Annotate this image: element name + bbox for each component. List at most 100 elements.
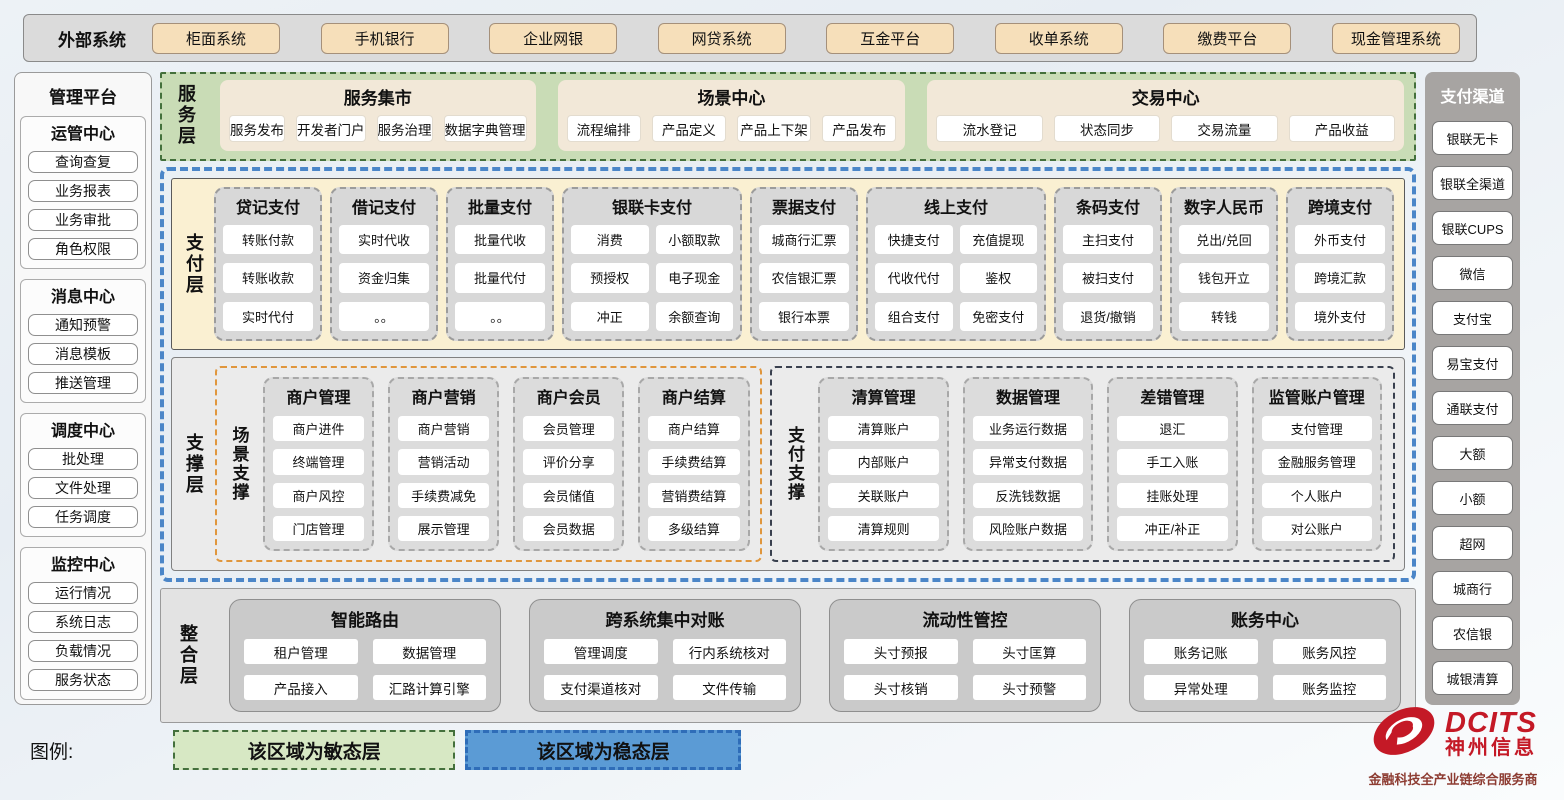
support-item-button[interactable]: 个人账户 (1261, 482, 1372, 508)
payment-item-button[interactable]: 免密支付 (959, 301, 1037, 331)
management-item-button[interactable]: 批处理 (28, 448, 138, 470)
payment-item-button[interactable]: 余额查询 (655, 301, 733, 331)
support-item-button[interactable]: 多级结算 (648, 515, 740, 541)
integration-item-button[interactable]: 管理调度 (544, 639, 658, 664)
service-item-button[interactable]: 产品定义 (651, 115, 726, 142)
external-system-button[interactable]: 现金管理系统 (1331, 22, 1460, 54)
integration-item-button[interactable]: 产品接入 (244, 675, 358, 700)
support-item-button[interactable]: 内部账户 (828, 449, 939, 475)
management-item-button[interactable]: 业务审批 (28, 209, 138, 231)
service-item-button[interactable]: 开发者门户 (296, 115, 366, 142)
support-item-button[interactable]: 手续费减免 (398, 482, 490, 508)
payment-item-button[interactable]: 转账付款 (223, 225, 313, 255)
support-item-button[interactable]: 业务运行数据 (972, 416, 1084, 442)
support-item-button[interactable]: 会员数据 (523, 515, 615, 541)
channel-button[interactable]: 农信银 (1432, 616, 1513, 650)
channel-button[interactable]: 支付宝 (1432, 301, 1513, 335)
integration-item-button[interactable]: 账务记账 (1144, 639, 1258, 664)
management-item-button[interactable]: 服务状态 (28, 669, 138, 691)
service-item-button[interactable]: 产品收益 (1288, 115, 1395, 142)
payment-item-button[interactable]: 。。 (339, 301, 429, 331)
support-item-button[interactable]: 手工入账 (1117, 449, 1228, 475)
payment-item-button[interactable]: 转账收款 (223, 263, 313, 293)
payment-item-button[interactable]: 农信银汇票 (759, 263, 849, 293)
management-item-button[interactable]: 系统日志 (28, 611, 138, 633)
payment-item-button[interactable]: 主扫支付 (1063, 225, 1153, 255)
payment-item-button[interactable]: 批量代付 (455, 263, 545, 293)
payment-item-button[interactable]: 代收代付 (875, 263, 953, 293)
integration-item-button[interactable]: 头寸预报 (844, 639, 958, 664)
service-item-button[interactable]: 服务治理 (376, 115, 433, 142)
integration-item-button[interactable]: 数据管理 (372, 639, 486, 664)
support-item-button[interactable]: 退汇 (1117, 416, 1228, 442)
service-item-button[interactable]: 数据字典管理 (443, 115, 527, 142)
channel-button[interactable]: 易宝支付 (1432, 346, 1513, 380)
payment-item-button[interactable]: 境外支付 (1295, 301, 1385, 331)
support-item-button[interactable]: 支付管理 (1261, 416, 1372, 442)
management-item-button[interactable]: 查询查复 (28, 151, 138, 173)
payment-item-button[interactable]: 批量代收 (455, 225, 545, 255)
channel-button[interactable]: 城银清算 (1432, 661, 1513, 695)
support-item-button[interactable]: 异常支付数据 (972, 449, 1084, 475)
management-item-button[interactable]: 文件处理 (28, 477, 138, 499)
management-item-button[interactable]: 推送管理 (28, 372, 138, 394)
service-item-button[interactable]: 产品发布 (822, 115, 897, 142)
support-item-button[interactable]: 门店管理 (273, 515, 365, 541)
support-item-button[interactable]: 商户风控 (273, 482, 365, 508)
payment-item-button[interactable]: 快捷支付 (875, 225, 953, 255)
channel-button[interactable]: 超网 (1432, 526, 1513, 560)
service-item-button[interactable]: 交易流量 (1171, 115, 1278, 142)
service-item-button[interactable]: 服务发布 (229, 115, 285, 142)
payment-item-button[interactable]: 钱包开立 (1179, 263, 1269, 293)
external-system-button[interactable]: 网贷系统 (657, 22, 786, 54)
management-item-button[interactable]: 业务报表 (28, 180, 138, 202)
service-item-button[interactable]: 产品上下架 (736, 115, 812, 142)
integration-item-button[interactable]: 支付渠道核对 (544, 675, 658, 700)
support-item-button[interactable]: 展示管理 (398, 515, 490, 541)
channel-button[interactable]: 银联无卡 (1432, 121, 1513, 155)
channel-button[interactable]: 城商行 (1432, 571, 1513, 605)
payment-item-button[interactable]: 被扫支付 (1063, 263, 1153, 293)
payment-item-button[interactable]: 城商行汇票 (759, 225, 849, 255)
support-item-button[interactable]: 反洗钱数据 (972, 482, 1084, 508)
channel-button[interactable]: 银联全渠道 (1432, 166, 1513, 200)
management-item-button[interactable]: 运行情况 (28, 582, 138, 604)
channel-button[interactable]: 通联支付 (1432, 391, 1513, 425)
support-item-button[interactable]: 会员储值 (523, 482, 615, 508)
channel-button[interactable]: 微信 (1432, 256, 1513, 290)
management-item-button[interactable]: 角色权限 (28, 238, 138, 260)
external-system-button[interactable]: 收单系统 (994, 22, 1123, 54)
integration-item-button[interactable]: 行内系统核对 (672, 639, 786, 664)
management-item-button[interactable]: 负载情况 (28, 640, 138, 662)
payment-item-button[interactable]: 消费 (571, 225, 649, 255)
external-system-button[interactable]: 互金平台 (826, 22, 955, 54)
support-item-button[interactable]: 清算规则 (828, 515, 939, 541)
payment-item-button[interactable]: 实时代付 (223, 301, 313, 331)
payment-item-button[interactable]: 电子现金 (655, 263, 733, 293)
payment-item-button[interactable]: 鉴权 (959, 263, 1037, 293)
support-item-button[interactable]: 冲正/补正 (1117, 515, 1228, 541)
support-item-button[interactable]: 金融服务管理 (1261, 449, 1372, 475)
management-item-button[interactable]: 通知预警 (28, 314, 138, 336)
channel-button[interactable]: 大额 (1432, 436, 1513, 470)
payment-item-button[interactable]: 充值提现 (959, 225, 1037, 255)
external-system-button[interactable]: 缴费平台 (1163, 22, 1292, 54)
support-item-button[interactable]: 挂账处理 (1117, 482, 1228, 508)
channel-button[interactable]: 小额 (1432, 481, 1513, 515)
support-item-button[interactable]: 营销费结算 (648, 482, 740, 508)
integration-item-button[interactable]: 头寸核销 (844, 675, 958, 700)
support-item-button[interactable]: 商户进件 (273, 416, 365, 442)
integration-item-button[interactable]: 文件传输 (672, 675, 786, 700)
support-item-button[interactable]: 终端管理 (273, 449, 365, 475)
service-item-button[interactable]: 流水登记 (936, 115, 1043, 142)
payment-item-button[interactable]: 转钱 (1179, 301, 1269, 331)
support-item-button[interactable]: 清算账户 (828, 416, 939, 442)
payment-item-button[interactable]: 。。 (455, 301, 545, 331)
integration-item-button[interactable]: 汇路计算引擎 (372, 675, 486, 700)
payment-item-button[interactable]: 外币支付 (1295, 225, 1385, 255)
support-item-button[interactable]: 评价分享 (523, 449, 615, 475)
payment-item-button[interactable]: 冲正 (571, 301, 649, 331)
payment-item-button[interactable]: 兑出/兑回 (1179, 225, 1269, 255)
support-item-button[interactable]: 关联账户 (828, 482, 939, 508)
external-system-button[interactable]: 柜面系统 (152, 22, 280, 54)
